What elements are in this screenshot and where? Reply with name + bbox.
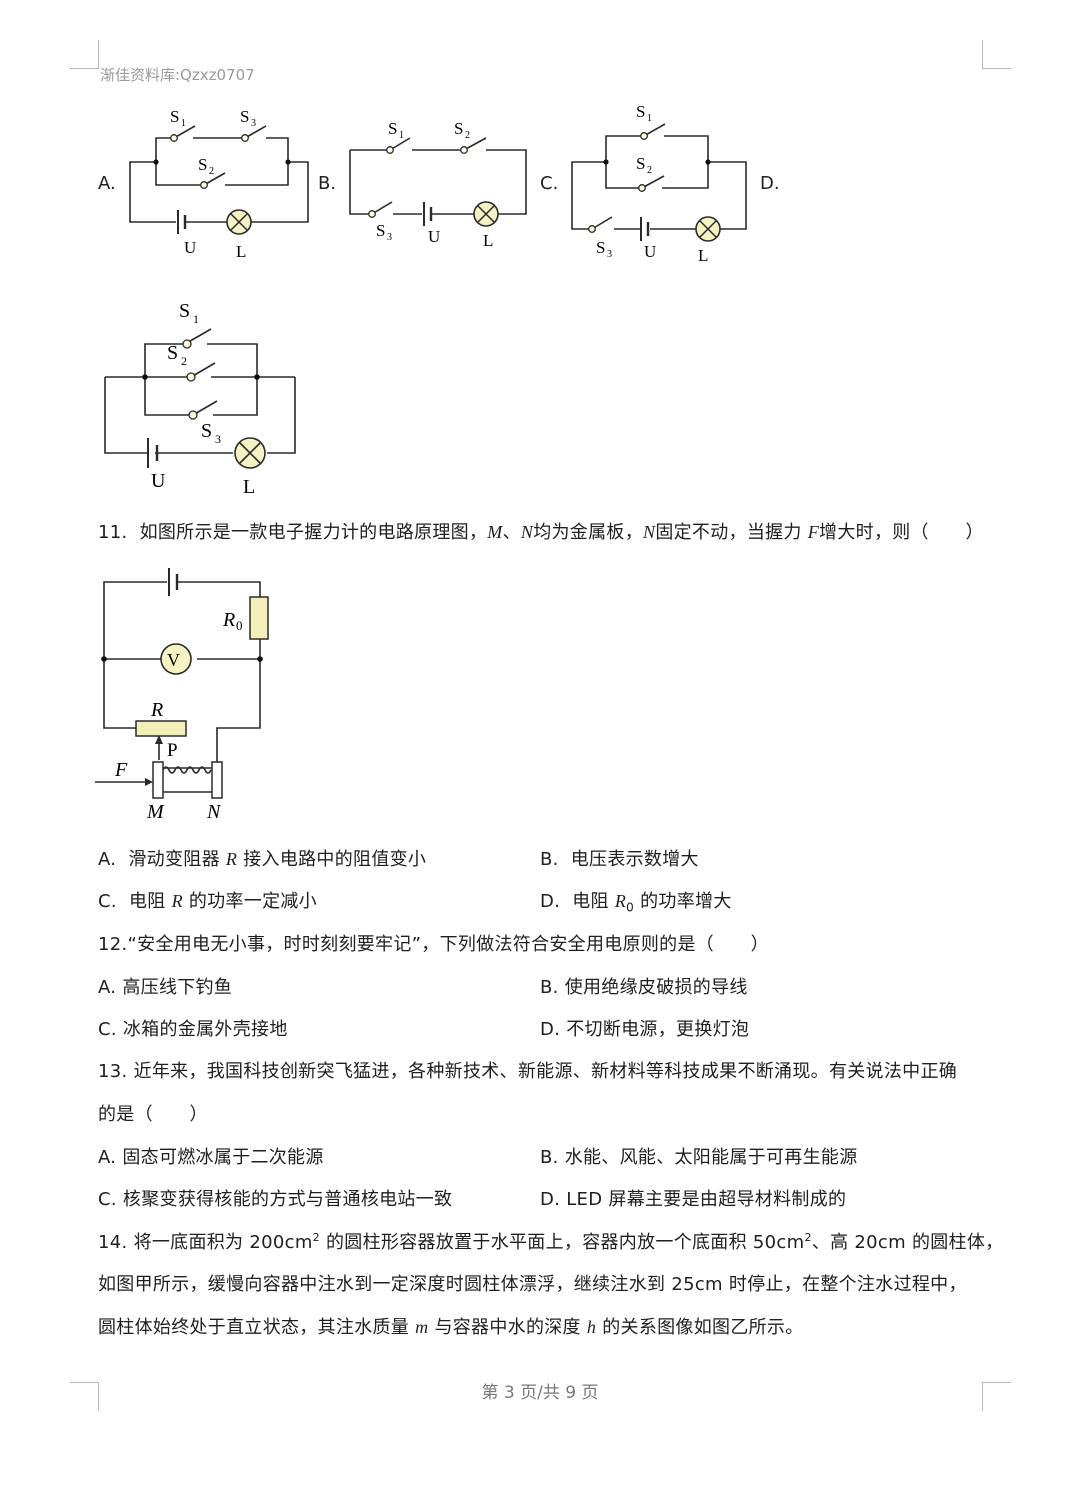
svg-text:S: S (596, 238, 605, 257)
svg-text:V: V (167, 650, 180, 670)
svg-text:S: S (201, 420, 212, 442)
svg-text:S: S (240, 107, 249, 126)
svg-text:U: U (428, 227, 440, 246)
question-13-option-d[interactable]: D. LED 屏幕主要是由超导材料制成的 (540, 1189, 847, 1210)
svg-text:S: S (636, 154, 645, 173)
svg-text:3: 3 (607, 249, 612, 260)
question-12-option-b[interactable]: B. 使用绝缘皮破损的导线 (540, 977, 748, 998)
svg-text:S: S (198, 155, 207, 174)
question-11-option-b[interactable]: B. 电压表示数增大 (540, 849, 699, 870)
svg-text:L: L (698, 246, 708, 265)
question-11-option-a[interactable]: A. 滑动变阻器 R 接入电路中的阻值变小 (98, 849, 427, 870)
question-13-option-b[interactable]: B. 水能、风能、太阳能属于可再生能源 (540, 1147, 858, 1168)
question-14-stem-line3: 圆柱体始终处于直立状态，其注水质量 m 与容器中水的深度 h 的关系图像如图乙所… (98, 1317, 804, 1338)
watermark: 渐佳资料库:Qzxz0707 (100, 66, 255, 84)
svg-text:F: F (114, 759, 128, 781)
question-14-stem-line2: 如图甲所示，缓慢向容器中注水到一定深度时圆柱体漂浮，继续注水到 25cm 时停止… (98, 1274, 967, 1295)
svg-text:S: S (170, 107, 179, 126)
svg-text:U: U (644, 242, 656, 261)
option-d-label: D. (760, 173, 780, 194)
svg-text:R: R (222, 609, 235, 631)
svg-text:1: 1 (647, 113, 652, 124)
option-c-label: C. (540, 173, 559, 194)
svg-text:P: P (167, 740, 178, 761)
svg-text:1: 1 (399, 130, 404, 141)
svg-text:L: L (483, 231, 493, 250)
question-13-stem-line2: 的是（ ） (98, 1104, 208, 1125)
svg-text:S: S (179, 300, 190, 322)
option-b-label: B. (318, 173, 337, 194)
svg-text:2: 2 (181, 354, 187, 368)
svg-text:S: S (454, 119, 463, 138)
svg-text:R: R (150, 699, 163, 721)
corner-mark-bottom-right (982, 1382, 1011, 1411)
question-12-option-c[interactable]: C. 冰箱的金属外壳接地 (98, 1019, 288, 1040)
question-12-stem: 12.“安全用电无小事，时时刻刻要牢记”，下列做法符合安全用电原则的是（ ） (98, 934, 769, 955)
svg-text:2: 2 (647, 165, 652, 176)
corner-mark-top-right (982, 40, 1011, 69)
svg-text:S: S (636, 102, 645, 121)
question-13-option-a[interactable]: A. 固态可燃冰属于二次能源 (98, 1147, 324, 1168)
question-11-option-d[interactable]: D. 电阻 R0 的功率增大 (540, 891, 732, 915)
svg-text:M: M (146, 801, 165, 823)
svg-text:U: U (151, 470, 166, 492)
svg-text:N: N (206, 801, 222, 823)
svg-text:1: 1 (193, 312, 199, 326)
svg-text:S: S (376, 221, 385, 240)
question-13-stem-line1: 13. 近年来，我国科技创新突飞猛进，各种新技术、新能源、新材料等科技成果不断涌… (98, 1061, 958, 1082)
svg-text:2: 2 (209, 166, 214, 177)
question-12-option-d[interactable]: D. 不切断电源，更换灯泡 (540, 1019, 750, 1040)
question-12-option-a[interactable]: A. 高压线下钓鱼 (98, 977, 233, 998)
svg-text:U: U (184, 238, 196, 257)
svg-text:S: S (388, 119, 397, 138)
corner-mark-top-left (70, 40, 99, 69)
svg-text:L: L (236, 242, 246, 261)
page-number-footer: 第 3 页/共 9 页 (481, 1383, 599, 1403)
question-11-stem: 11. 如图所示是一款电子握力计的电路原理图，M、N均为金属板，N固定不动，当握… (98, 522, 984, 543)
svg-text:S: S (167, 342, 178, 364)
svg-text:3: 3 (215, 432, 221, 446)
corner-mark-bottom-left (70, 1382, 99, 1411)
svg-text:0: 0 (236, 618, 243, 633)
question-11-option-c[interactable]: C. 电阻 R 的功率一定减小 (98, 891, 317, 912)
svg-text:3: 3 (251, 118, 256, 129)
question-14-stem-line1: 14. 将一底面积为 200cm2 的圆柱形容器放置于水平面上，容器内放一个底面… (98, 1231, 1004, 1253)
svg-text:L: L (243, 476, 255, 498)
option-a-label: A. (98, 173, 116, 194)
svg-text:3: 3 (387, 232, 392, 243)
svg-text:1: 1 (181, 118, 186, 129)
question-13-option-c[interactable]: C. 核聚变获得核能的方式与普通核电站一致 (98, 1189, 453, 1210)
svg-text:2: 2 (465, 130, 470, 141)
